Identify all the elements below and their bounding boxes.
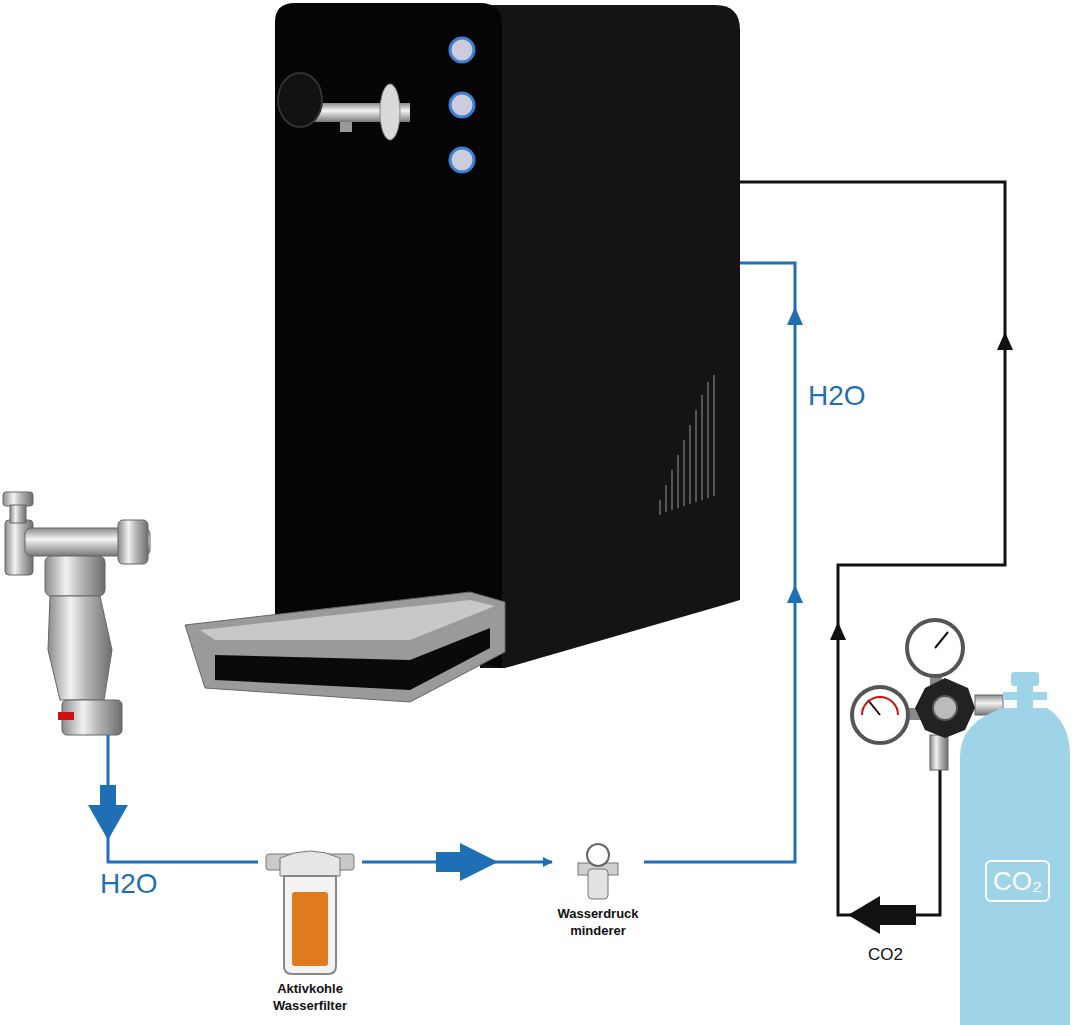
flow-arrow xyxy=(88,307,803,881)
soda-dispenser xyxy=(185,3,740,702)
part-name: Aktivkohle Wasserfilter xyxy=(258,980,362,1014)
water-pipe xyxy=(362,861,552,864)
flow-label: H2O xyxy=(808,380,866,412)
bottle-shape xyxy=(955,672,1075,1025)
part-name: Wasserdruck minderer xyxy=(552,905,644,939)
co2-bottle: CO₂ xyxy=(955,672,1075,1025)
flow-label: CO2 xyxy=(868,945,903,965)
water-tap xyxy=(3,492,150,735)
water-line xyxy=(108,263,795,862)
flow-label: H2O xyxy=(100,868,158,900)
pressure-reducer: Wasserdruck minderer xyxy=(552,843,644,943)
bottle-label: CO₂ xyxy=(985,860,1050,902)
water-filter: Aktivkohle Wasserfilter xyxy=(258,848,362,1018)
